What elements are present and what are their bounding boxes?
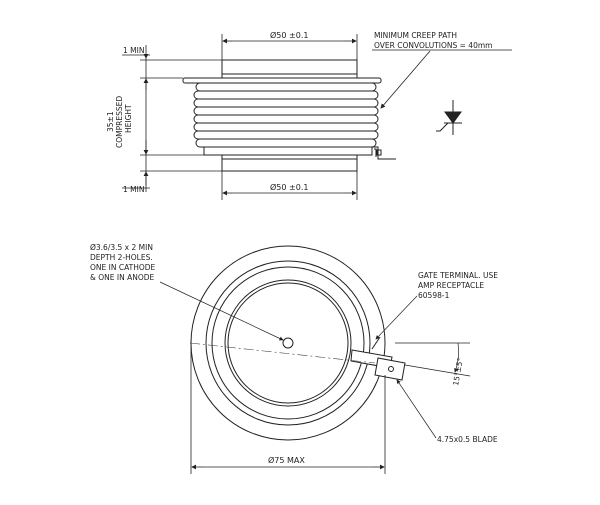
holes-note-line-2: DEPTH 2-HOLES.	[90, 253, 153, 262]
holes-note-line-3: ONE IN CATHODE	[90, 263, 156, 272]
thyristor-symbol-icon	[436, 100, 462, 135]
bottom-ring	[203, 146, 373, 156]
diameter-bottom-label: Ø50 ±0.1	[270, 182, 308, 192]
diameter-top-dimension	[221, 34, 358, 60]
top-pole-piece	[221, 59, 358, 79]
diameter-bottom-dimension	[221, 171, 358, 200]
dim-1min-bottom: 1 MIN	[123, 185, 144, 194]
bottom-pole-piece	[221, 154, 358, 172]
creep-leader	[372, 49, 512, 109]
holes-leader	[159, 281, 284, 341]
outer-circle	[190, 245, 386, 441]
outer-diameter-label: Ø75 MAX	[268, 455, 305, 465]
blade-label: 4.75x0.5 BLADE	[437, 435, 498, 444]
blade-leader	[396, 379, 437, 439]
height-label-height: HEIGHT	[124, 104, 133, 133]
flange-circle-outer	[205, 260, 371, 426]
gate-note-line-1: GATE TERMINAL. USE	[418, 271, 498, 280]
gate-leader	[375, 295, 418, 340]
gate-note-line-2: AMP RECEPTACLE	[418, 281, 484, 290]
angle-label: 15°±5°	[451, 357, 465, 386]
holes-note-line-1: Ø3.6/3.5 x 2 MIN	[90, 243, 153, 252]
convolutions	[193, 82, 379, 148]
pole-face-outer	[224, 279, 352, 407]
center-hole	[282, 337, 294, 349]
plan-view	[190, 245, 406, 441]
top-flange	[182, 77, 382, 84]
center-line	[189, 342, 376, 364]
height-value: 35±1	[106, 111, 115, 132]
pole-face-inner	[227, 282, 349, 404]
diameter-top-label: Ø50 ±0.1	[270, 30, 308, 40]
gate-note-line-3: 60598-1	[418, 291, 450, 300]
side-view	[182, 59, 396, 172]
gate-lug	[372, 146, 396, 160]
angle-dimension	[395, 342, 471, 377]
height-label-compressed: COMPRESSED	[115, 96, 124, 148]
height-dimension	[122, 45, 222, 192]
flange-circle-inner	[211, 266, 365, 420]
gate-blade	[350, 336, 406, 381]
creep-path-line-2: OVER CONVOLUTIONS = 40mm	[374, 41, 492, 50]
dim-1min-top: 1 MIN	[123, 46, 144, 55]
creep-path-line-1: MINIMUM CREEP PATH	[374, 31, 457, 40]
holes-note-line-4: & ONE IN ANODE	[90, 273, 154, 282]
outer-diameter-dimension	[190, 340, 386, 474]
